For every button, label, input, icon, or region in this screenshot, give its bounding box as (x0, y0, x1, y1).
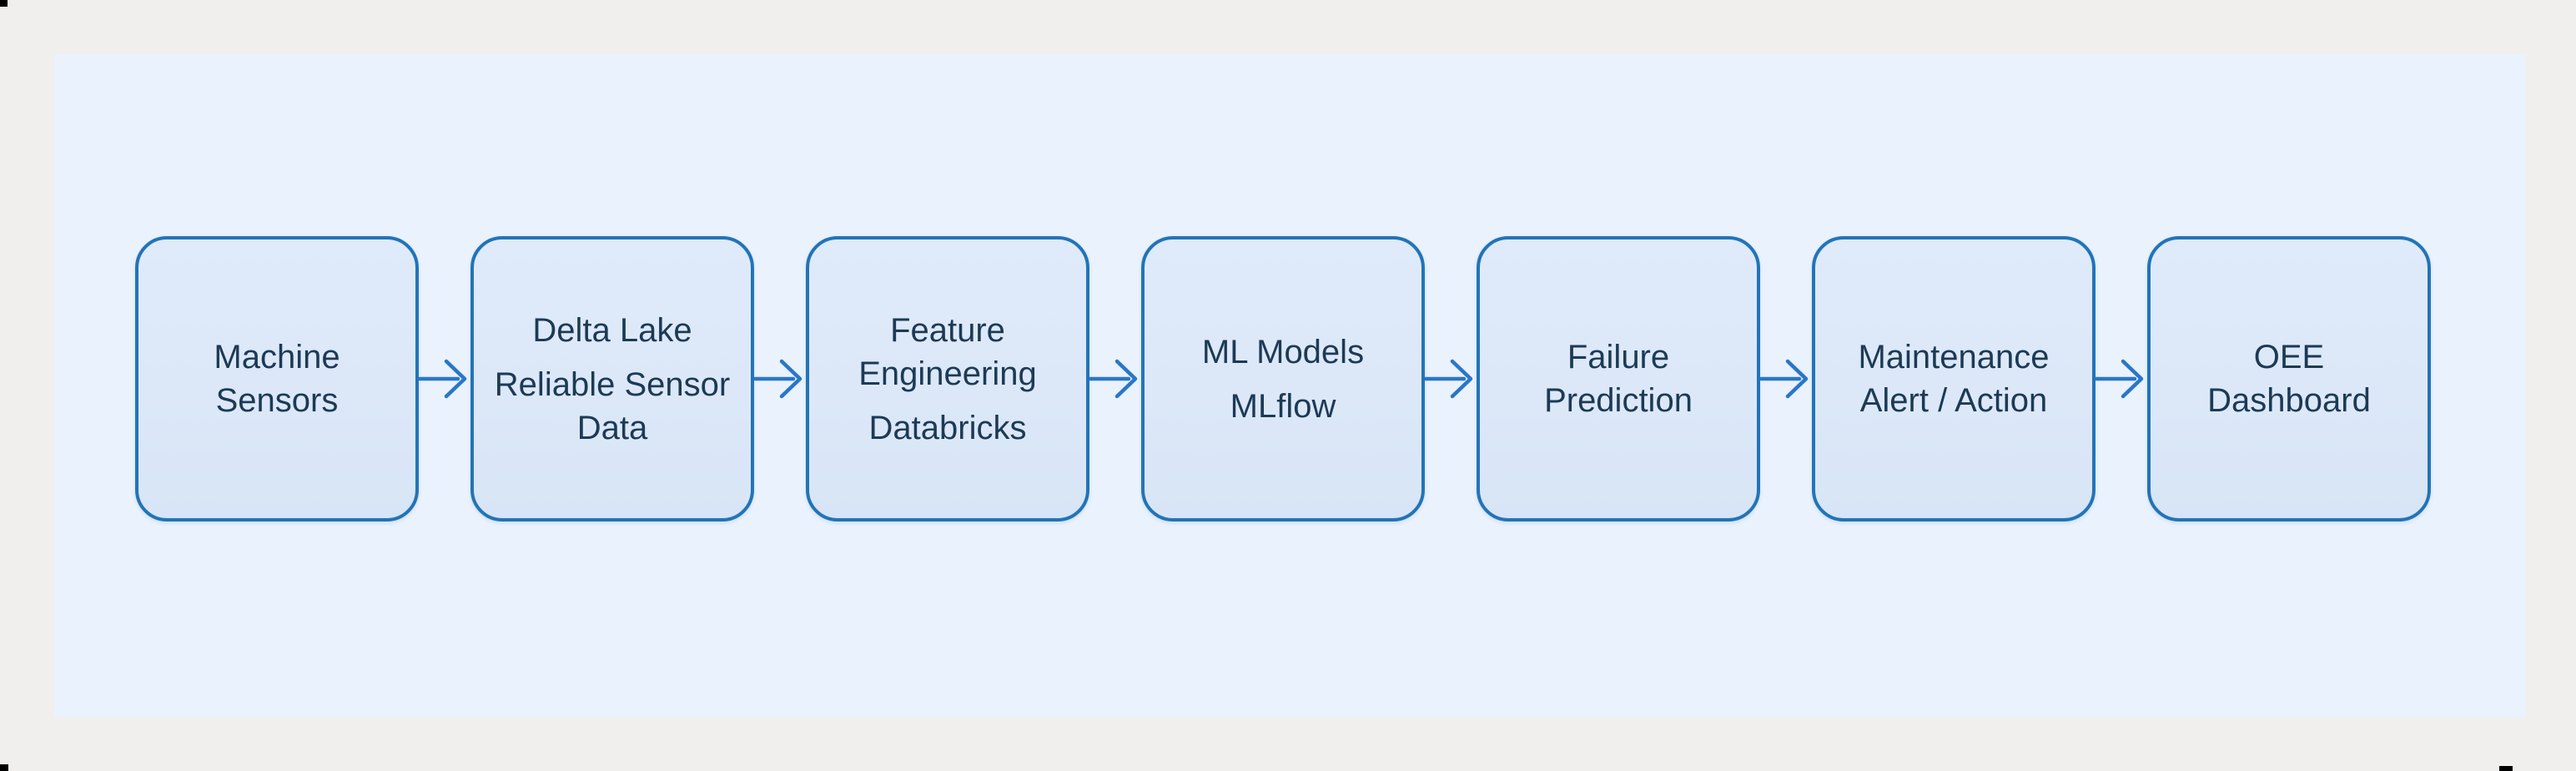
flow-node-maintenance-alert: Maintenance Alert / Action (1812, 236, 2096, 522)
flow-connector (1425, 236, 1477, 522)
arrow-right-icon (1089, 359, 1138, 399)
edge-artifact-bottom-right (2499, 766, 2513, 771)
flow-connector (1089, 236, 1141, 522)
flow-connector (2096, 236, 2147, 522)
arrow-right-icon (2096, 359, 2144, 399)
flow-node-delta-lake: Delta Lake Reliable Sensor Data (470, 236, 754, 522)
flow-node-oee-dashboard: OEE Dashboard (2147, 236, 2431, 522)
flow-connector (419, 236, 470, 522)
arrow-right-icon (419, 359, 467, 399)
flow-node-failure-prediction: Failure Prediction (1477, 236, 1760, 522)
node-subtitle: Reliable Sensor Data (494, 365, 731, 446)
flow-node-ml-models: ML Models MLflow (1141, 236, 1425, 522)
node-subtitle: Databricks (868, 409, 1027, 446)
node-title: Machine Sensors (214, 339, 340, 419)
flow-node-feature-engineering: Feature Engineering Databricks (806, 236, 1089, 522)
flow-connector (1760, 236, 1812, 522)
diagram-canvas: Machine Sensors Delta Lake Reliable Sens… (54, 54, 2526, 718)
node-subtitle: MLflow (1230, 387, 1336, 425)
edge-artifact-top-left (0, 0, 8, 7)
edge-artifact-bottom-left (0, 764, 8, 771)
node-title: OEE Dashboard (2207, 339, 2371, 419)
arrow-right-icon (754, 359, 802, 399)
arrow-right-icon (1760, 359, 1809, 399)
flowchart-pipeline: Machine Sensors Delta Lake Reliable Sens… (135, 236, 2431, 522)
node-title: Feature Engineering (858, 311, 1037, 392)
arrow-right-icon (1425, 359, 1473, 399)
node-title: Delta Lake (532, 311, 692, 349)
node-title: ML Models (1201, 333, 1365, 370)
flow-connector (754, 236, 806, 522)
node-title: Failure Prediction (1544, 339, 1693, 419)
node-title: Maintenance Alert / Action (1858, 339, 2050, 419)
flow-node-machine-sensors: Machine Sensors (135, 236, 419, 522)
